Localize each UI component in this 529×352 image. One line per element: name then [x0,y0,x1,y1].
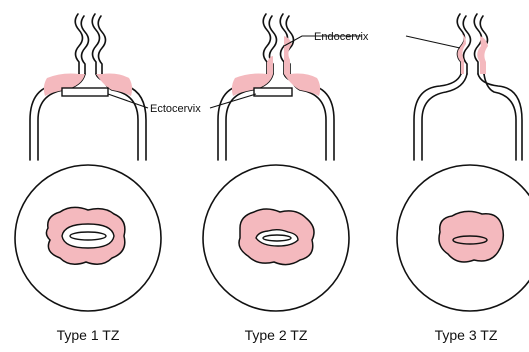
endocervix-label: Endocervix [314,31,369,43]
colposcopic-view-type-3 [397,165,529,311]
endocervix-leader-line [406,36,460,48]
transformation-zone [477,36,488,74]
caption-type-2: Type 2 TZ [245,327,308,343]
colposcopic-view-type-1 [15,165,161,311]
transformation-zone [458,34,467,74]
cervix-section-type-3 [414,14,522,160]
caption-type-1: Type 1 TZ [57,327,120,343]
colposcopic-view-type-2 [203,165,349,311]
cervix-section-type-1 [30,14,146,160]
transformation-zone [284,36,320,96]
ectocervix-leader-line [210,94,256,108]
ectocervix-label: Ectocervix [150,103,201,115]
caption-type-3: Type 3 TZ [435,327,498,343]
